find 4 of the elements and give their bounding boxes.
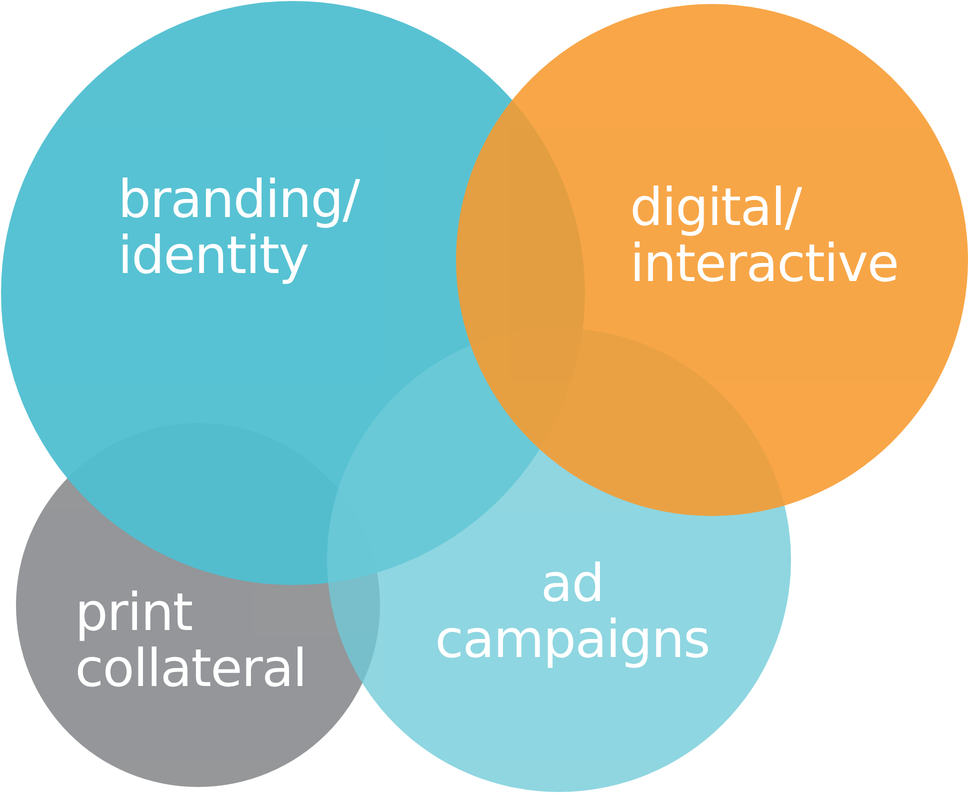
circle-label: digital/ interactive bbox=[630, 180, 898, 292]
circle-label: branding/ identity bbox=[118, 172, 360, 284]
circle-label: ad campaigns bbox=[435, 556, 710, 668]
circle-label: print collateral bbox=[75, 585, 306, 697]
